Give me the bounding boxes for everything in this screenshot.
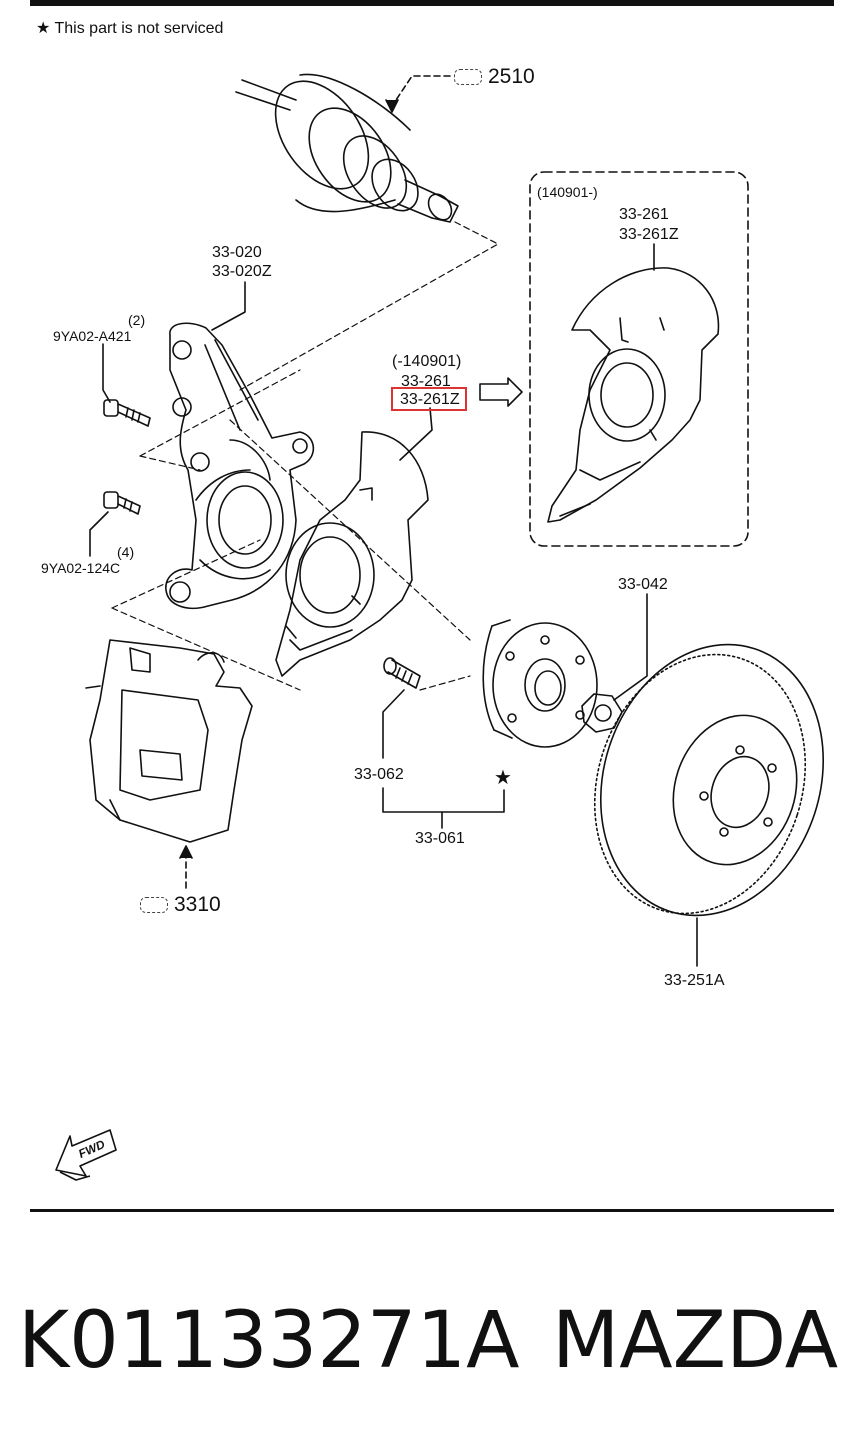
hub-star-icon: ★ [494, 765, 512, 789]
label-knuckle-a[interactable]: 33-020 [212, 244, 262, 261]
label-shield-old-b[interactable]: 33-261Z [400, 391, 460, 408]
not-serviced-note: ★ This part is not serviced [36, 20, 223, 38]
bolt-a421-illustration [103, 399, 151, 427]
footer-brand: MAZDA [552, 1296, 839, 1386]
label-bolt1[interactable]: 9YA02-A421 [53, 328, 132, 344]
ref-caliper-number: 3310 [174, 893, 221, 916]
bolt-124c-illustration [103, 491, 141, 515]
label-knuckle-b[interactable]: 33-020Z [212, 263, 272, 280]
label-shield-new-b[interactable]: 33-261Z [619, 226, 679, 243]
label-shield-old-date: (-140901) [392, 353, 462, 370]
fwd-arrow-icon [55, 1129, 117, 1181]
new-shield-box [529, 171, 749, 547]
label-shield-new-a[interactable]: 33-261 [619, 206, 669, 223]
top-rule [30, 0, 834, 6]
steering-knuckle-illustration [165, 322, 315, 610]
label-nut[interactable]: 33-042 [618, 576, 668, 593]
driveshaft-illustration [235, 73, 459, 223]
reference-icon [140, 897, 168, 914]
dust-shield-new-illustration [547, 267, 720, 523]
wheel-stud-illustration [383, 657, 421, 689]
brake-disc-illustration [593, 643, 825, 917]
hub-nut-illustration [581, 693, 623, 733]
label-bolt2-qty: (4) [117, 544, 135, 560]
brake-caliper-illustration [85, 639, 253, 843]
ref-driveshaft-number: 2510 [488, 65, 535, 88]
ref-caliper[interactable]: 3310 [140, 894, 221, 916]
not-serviced-text: This part is not serviced [54, 20, 224, 37]
label-shield-old-a[interactable]: 33-261 [401, 373, 451, 390]
label-bolt2[interactable]: 9YA02-124C [41, 560, 121, 576]
bottom-rule [30, 1209, 834, 1212]
ref-driveshaft[interactable]: 2510 [454, 66, 535, 88]
hub-bearing-illustration [482, 619, 598, 748]
star-icon: ★ [36, 20, 51, 37]
highlight-box [391, 387, 467, 411]
label-disc[interactable]: 33-251A [664, 972, 725, 989]
label-bolt1-qty: (2) [128, 312, 146, 328]
footer-part-number: K01133271A [18, 1296, 520, 1386]
dust-shield-old-illustration [275, 431, 429, 677]
exploded-parts-diagram: ★ [55, 73, 825, 1181]
reference-icon [454, 69, 482, 86]
label-stud[interactable]: 33-062 [354, 766, 404, 783]
label-hub-assy[interactable]: 33-061 [415, 830, 465, 847]
label-shield-new-date: (140901-) [537, 184, 598, 200]
